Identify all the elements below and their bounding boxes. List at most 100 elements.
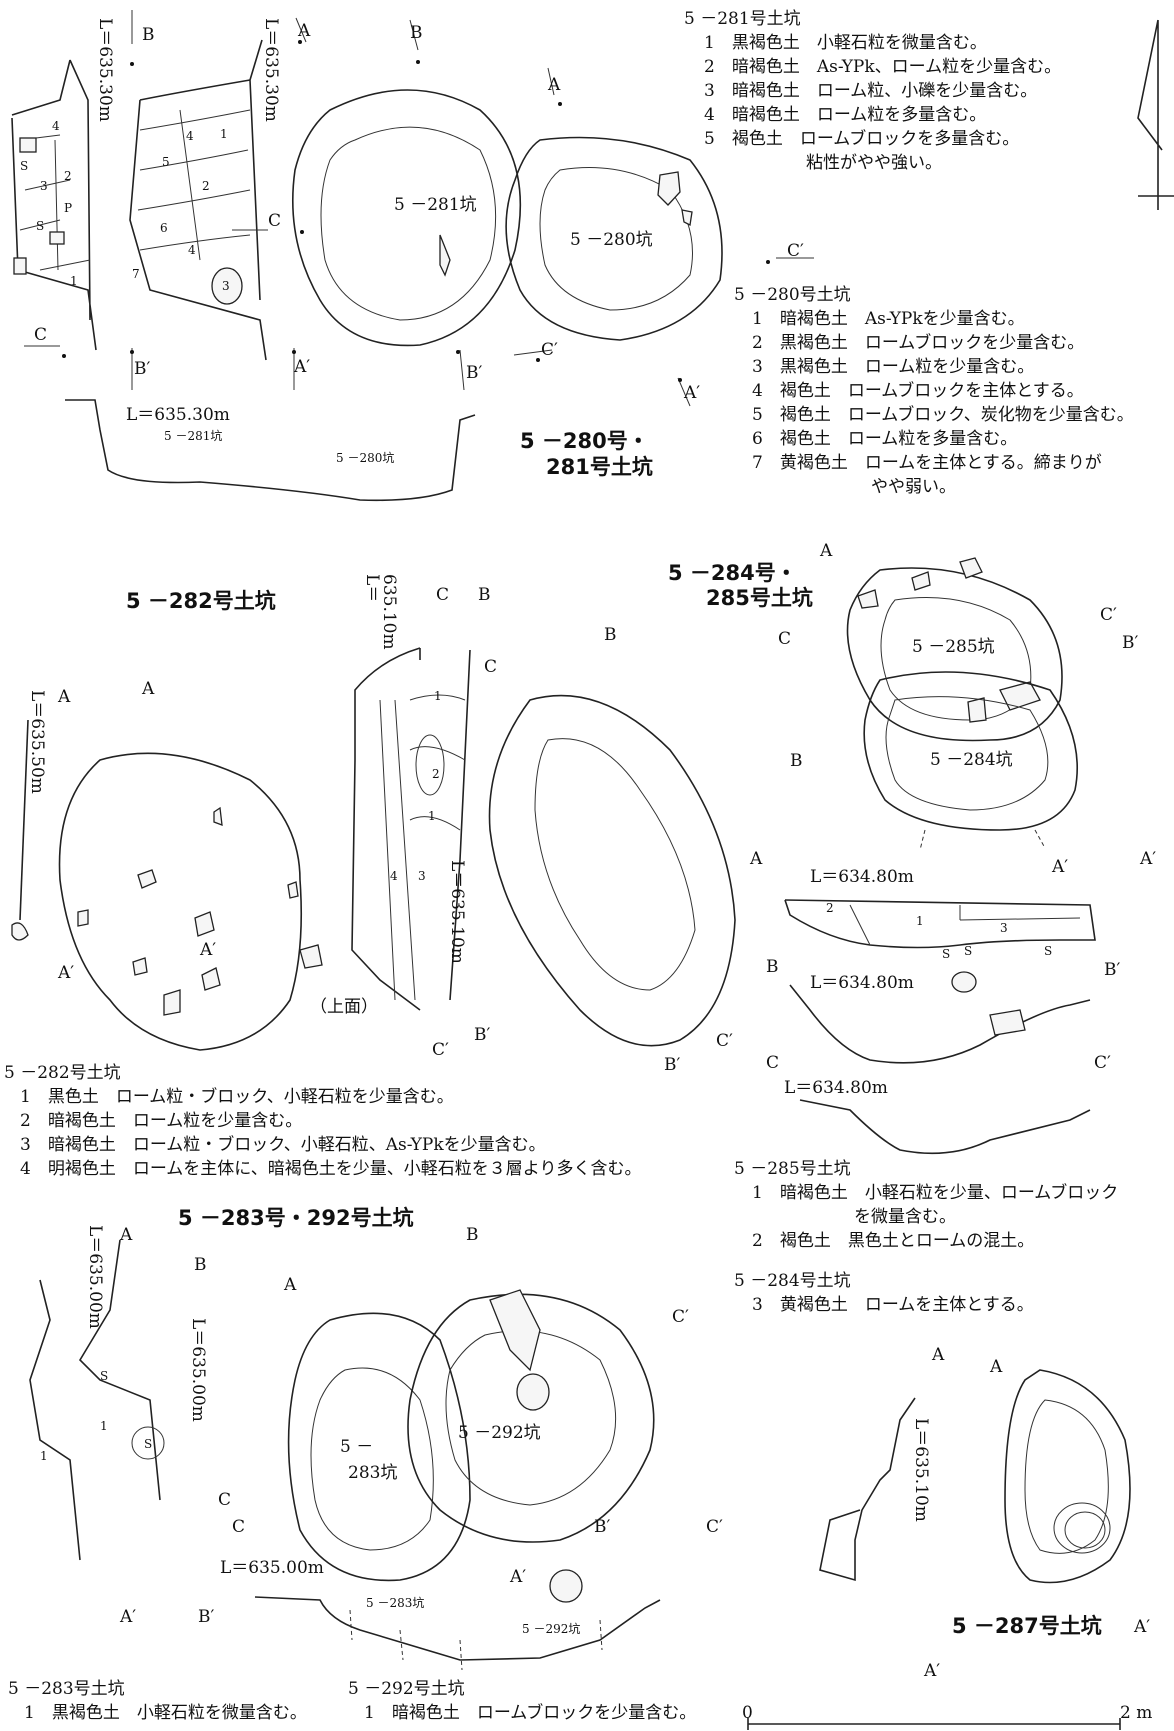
legend-283: 5 －283号土坑 1 黒褐色土 小軽石粒を微量含む。 xyxy=(8,1679,307,1723)
scale-bar xyxy=(747,1718,1121,1730)
point-ap-283: A′ xyxy=(509,1567,526,1587)
layer-1-282: 1 xyxy=(434,689,442,703)
point-a-282: A xyxy=(57,687,71,707)
point-ap2-280: A′ xyxy=(683,383,700,403)
layer-4-281: 4 xyxy=(52,119,60,133)
legend-280-row-1: 1 暗褐色土 As-YPkを少量含む。 xyxy=(752,309,1025,329)
legend-281: 5 －281号土坑 1 黒褐色土 小軽石粒を微量含む。 2 暗褐色土 As-YP… xyxy=(684,9,1061,173)
level-282c-vert: L＝635.10m xyxy=(447,860,467,964)
level-284-c: L＝634.80m xyxy=(784,1078,888,1098)
section-280-b xyxy=(129,39,267,361)
legend-292-row-1: 1 暗褐色土 ロームブロックを少量含む。 xyxy=(364,1702,696,1723)
point-ap2-287: A′ xyxy=(1133,1617,1150,1637)
layer-1-281: 1 xyxy=(70,274,78,288)
level-282b-vert-b: 635.10m xyxy=(379,574,399,650)
title-280-281-b: 281号土坑 xyxy=(546,455,653,479)
layer-3-281: 3 xyxy=(40,179,48,193)
title-283-292: 5 －283号・292号土坑 xyxy=(178,1206,414,1230)
legend-285-row-3: 2 褐色土 黒色土とロームの混土。 xyxy=(752,1231,1034,1251)
plan-pit-282 xyxy=(11,752,323,1051)
point-a2-282: A xyxy=(141,679,155,699)
level-283-vert: L＝635.00m xyxy=(85,1225,105,1329)
legend-283-heading: 5 －283号土坑 xyxy=(8,1679,125,1699)
legend-281-row-3: 3 暗褐色土 ローム粒、小礫を少量含む。 xyxy=(704,81,1037,101)
legend-280-row-2: 2 黒褐色土 ロームブロックを少量含む。 xyxy=(752,332,1084,353)
layer-1b-282: 1 xyxy=(428,809,436,823)
label-pit-284: 5 －284坑 xyxy=(930,750,1013,770)
layer-4-282: 4 xyxy=(390,869,398,883)
point-a2-280: A xyxy=(547,75,561,95)
level-280: L＝635.30m xyxy=(126,405,230,425)
point-ap2-284: A′ xyxy=(1139,849,1156,869)
point-bp-284: B′ xyxy=(1122,633,1138,653)
layer-s2-281: S xyxy=(36,219,44,233)
point-ap-284: A′ xyxy=(1051,857,1068,877)
section-284-c xyxy=(799,1099,1091,1155)
legend-280-row-8: やや弱い。 xyxy=(752,477,956,497)
layer-s-284: S xyxy=(942,947,950,961)
legend-280: 5 －280号土坑 1 暗褐色土 As-YPkを少量含む。 2 黒褐色土 ローム… xyxy=(734,285,1134,497)
layer-s3-284: S xyxy=(1044,944,1052,958)
level-283-c: L＝635.00m xyxy=(220,1558,324,1578)
point-ap2-282: A′ xyxy=(199,940,216,960)
layer-2-280: 2 xyxy=(202,179,210,193)
level-281-vert: L＝635.30m xyxy=(95,18,115,122)
section-287 xyxy=(819,1397,916,1582)
point-b-284: B xyxy=(790,751,803,771)
level-287-vert: L＝635.10m xyxy=(911,1418,931,1522)
label-top-surface: （上面） xyxy=(310,997,378,1017)
legend-281-heading: 5 －281号土坑 xyxy=(684,9,801,29)
point-b2-282: B xyxy=(604,625,617,645)
layer-1b-283: 1 xyxy=(40,1449,48,1463)
point-bp-280: B′ xyxy=(466,363,482,383)
point-c-281: C xyxy=(34,325,47,345)
title-287: 5 －287号土坑 xyxy=(952,1614,1102,1638)
legend-285-row-2: を微量含む。 xyxy=(752,1207,956,1227)
label-pit-281: 5 －281坑 xyxy=(394,195,477,215)
section-284-b xyxy=(789,971,1091,1064)
legend-284-heading: 5 －284号土坑 xyxy=(734,1271,851,1291)
legend-280-row-3: 3 黒褐色土 ローム粒を少量含む。 xyxy=(752,357,1034,377)
point-cp-280: C′ xyxy=(541,340,558,360)
point-c2-283: C xyxy=(232,1517,245,1537)
legend-282: 5 －282号土坑 1 黒色土 ローム粒・ブロック、小軽石粒を少量含む。 2 暗… xyxy=(4,1063,641,1179)
point-cp2-284: C′ xyxy=(1094,1053,1111,1073)
level-284-a: L＝634.80m xyxy=(810,867,914,887)
plan-pit-282b xyxy=(488,694,736,1047)
point-bp-281: B′ xyxy=(134,359,150,379)
point-bp2-284: B′ xyxy=(1104,960,1120,980)
layer-6-280: 6 xyxy=(160,221,168,235)
plan-pit-280 xyxy=(505,136,723,341)
layer-5-280: 5 xyxy=(162,155,170,169)
legend-282-row-3: 3 暗褐色土 ローム粒・ブロック、小軽石粒、As-YPkを少量含む。 xyxy=(20,1134,546,1155)
label-pit-283-a: 5 － xyxy=(340,1437,373,1457)
layer-4-280: 4 xyxy=(186,129,194,143)
layer-p-281: P xyxy=(64,201,72,215)
section-280-a xyxy=(65,399,476,502)
point-b-280: B xyxy=(410,23,423,43)
layer-3-282: 3 xyxy=(418,869,426,883)
legend-281-row-4: 4 暗褐色土 ローム粒を多量含む。 xyxy=(704,105,986,125)
level-284-b: L＝634.80m xyxy=(810,973,914,993)
north-arrow-icon xyxy=(1137,19,1174,210)
section-281-c xyxy=(11,59,97,351)
point-ap-282: A′ xyxy=(57,963,74,983)
layer-7-280: 7 xyxy=(132,267,140,281)
point-cp-284: C′ xyxy=(1100,605,1117,625)
point-c-283: C xyxy=(218,1490,231,1510)
point-cp-282: C′ xyxy=(432,1040,449,1060)
label-pit-283-b: 283坑 xyxy=(348,1463,397,1483)
point-b2-283: B xyxy=(466,1225,479,1245)
label-pit-292: 5 －292坑 xyxy=(458,1423,541,1443)
level-282-vert: L＝635.50m xyxy=(27,690,47,794)
point-markers-280 xyxy=(24,10,814,407)
legend-281-row-6: 粘性がやや強い。 xyxy=(704,153,942,173)
legend-282-heading: 5 －282号土坑 xyxy=(4,1063,121,1083)
legend-284-row-1: 3 黄褐色土 ロームを主体とする。 xyxy=(752,1295,1034,1315)
legend-292: 5 －292号土坑 1 暗褐色土 ロームブロックを少量含む。 xyxy=(348,1679,696,1723)
point-a2-283: A xyxy=(283,1275,297,1295)
point-ap-287: A′ xyxy=(923,1661,940,1681)
section-284-a xyxy=(784,899,1096,949)
legend-285: 5 －285号土坑 1 暗褐色土 小軽石粒を少量、ロームブロック を微量含む。 … xyxy=(734,1159,1118,1251)
